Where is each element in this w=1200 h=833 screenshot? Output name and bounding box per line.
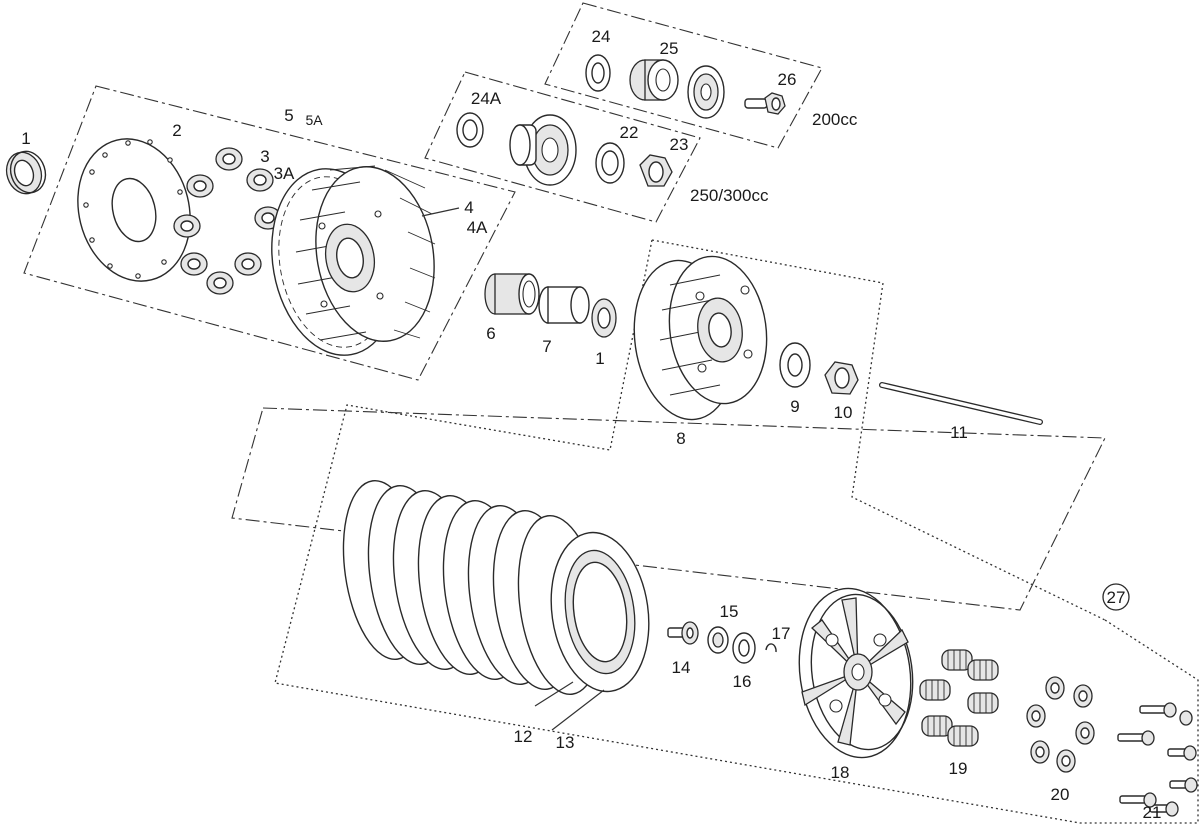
callout-16: 16 xyxy=(733,672,752,691)
callout-4a: 4A xyxy=(467,218,488,237)
thrust-plate-2 xyxy=(77,138,191,282)
callout-3: 3 xyxy=(260,147,269,166)
gear-25 xyxy=(687,65,725,119)
callout-5: 5 xyxy=(284,106,293,125)
callout-15: 15 xyxy=(720,602,739,621)
pressure-pin-14 xyxy=(667,621,699,645)
callout-2: 2 xyxy=(172,121,181,140)
callout-6: 6 xyxy=(486,324,495,343)
nut-10 xyxy=(824,361,859,395)
callout-21: 21 xyxy=(1143,803,1162,822)
clutch-hub-8 xyxy=(633,255,768,421)
bearing-15 xyxy=(707,626,729,654)
screws-21 xyxy=(1117,702,1198,817)
callout-1-right: 1 xyxy=(595,349,604,368)
callout-24: 24 xyxy=(592,27,611,46)
callout-10: 10 xyxy=(834,403,853,422)
push-rod-11 xyxy=(879,382,1043,425)
callout-8: 8 xyxy=(676,429,685,448)
callout-26: 26 xyxy=(778,70,797,89)
variant-label-200cc: 200cc xyxy=(812,110,858,129)
callout-13: 13 xyxy=(556,733,575,752)
clutch-plate-stack xyxy=(342,480,650,695)
callout-14: 14 xyxy=(672,658,691,677)
callout-22: 22 xyxy=(620,123,639,142)
washer-1-right xyxy=(591,298,617,338)
callout-23: 23 xyxy=(670,135,689,154)
bushing-6 xyxy=(484,273,540,315)
callout-12: 12 xyxy=(514,727,533,746)
group-frames xyxy=(23,2,1199,824)
frame-housing-group xyxy=(23,85,516,381)
nut-23 xyxy=(639,154,673,187)
callout-7: 7 xyxy=(542,337,551,356)
washer-1-left xyxy=(5,150,47,195)
washer-24 xyxy=(585,54,611,92)
callout-5a: 5A xyxy=(305,112,323,128)
frame-200cc-parts xyxy=(544,2,823,149)
callout-1: 1 xyxy=(21,129,30,148)
clutch-springs-19 xyxy=(919,649,999,747)
callout-27-circle xyxy=(1102,583,1130,611)
callout-11: 11 xyxy=(950,423,968,442)
lock-washer-9 xyxy=(779,342,811,388)
washer-16 xyxy=(732,632,756,664)
callout-25: 25 xyxy=(660,39,679,58)
spring-cups-20 xyxy=(1026,676,1095,773)
leader-lines xyxy=(421,207,605,731)
variant-label-250-300cc: 250/300cc xyxy=(690,186,769,205)
callout-24a: 24A xyxy=(471,89,502,108)
circlip-17 xyxy=(765,643,777,653)
frame-250-300cc-parts xyxy=(424,71,701,223)
callout-20: 20 xyxy=(1051,785,1070,804)
frame-hub-shaft xyxy=(651,239,1106,621)
callout-9: 9 xyxy=(790,397,799,416)
washer-22 xyxy=(595,142,625,184)
damper-rubbers-3 xyxy=(173,147,282,295)
callout-17: 17 xyxy=(772,624,791,643)
callout-labels: 1 2 3 3A 4 4A 5 5A 6 7 1 8 9 10 11 12 13… xyxy=(21,27,1161,822)
bolt-26 xyxy=(744,92,786,115)
bearing-25 xyxy=(629,59,679,101)
callout-18: 18 xyxy=(831,763,850,782)
frame-plates-centerline xyxy=(231,407,1106,611)
callout-19: 19 xyxy=(949,759,968,778)
callout-27: 27 xyxy=(1107,588,1126,607)
pressure-plate-18 xyxy=(798,587,914,759)
callout-3a: 3A xyxy=(274,164,295,183)
callout-4: 4 xyxy=(464,198,473,217)
primary-gear-24a xyxy=(456,112,577,186)
sleeve-7 xyxy=(538,286,590,324)
clutch-basket-4 xyxy=(271,165,436,356)
